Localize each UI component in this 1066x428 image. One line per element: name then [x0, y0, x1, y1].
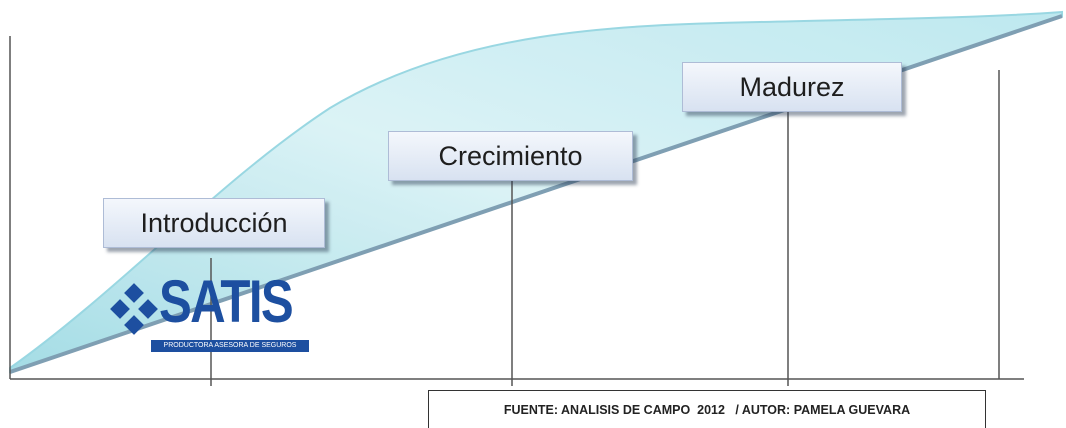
satis-logo: SATIS PRODUCTORA ASESORA DE SEGUROS	[105, 270, 309, 354]
stage-introduccion: Introducción	[103, 198, 325, 248]
stage-label: Introducción	[140, 207, 288, 238]
diamond-logo-icon	[110, 283, 158, 335]
stage-label: Madurez	[739, 71, 845, 102]
stage-crecimiento: Crecimiento	[388, 131, 633, 181]
source-caption: FUENTE: ANALISIS DE CAMPO 2012 / AUTOR: …	[428, 390, 986, 428]
stage-madurez: Madurez	[682, 62, 902, 112]
stage-label: Crecimiento	[438, 140, 583, 171]
logo-tagline: PRODUCTORA ASESORA DE SEGUROS	[151, 340, 309, 352]
logo-wordmark: SATIS	[159, 268, 294, 335]
